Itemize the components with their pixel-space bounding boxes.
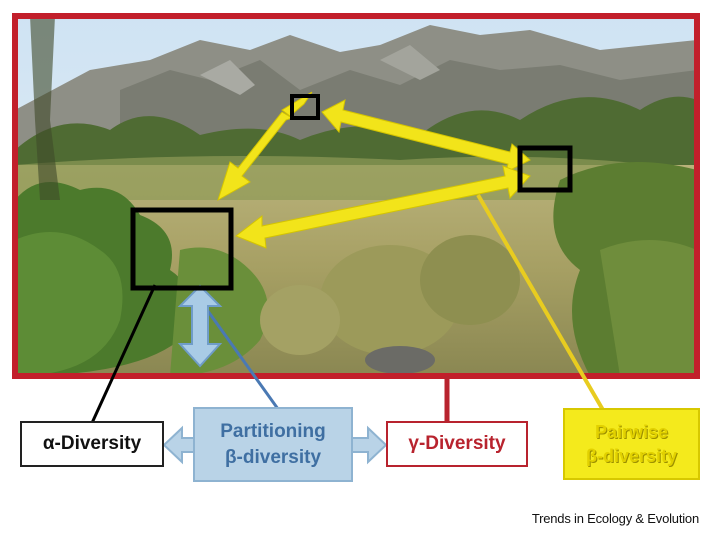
pairwise-label-line2: β-diversity [585, 446, 678, 466]
journal-credit: Trends in Ecology & Evolution [531, 511, 699, 526]
alpha-diversity-box: α-Diversity [20, 421, 164, 467]
double-arrow-icon [162, 425, 196, 465]
pairwise-beta-diversity-box: Pairwise β-diversity [563, 408, 700, 480]
partitioning-beta-diversity-box: Partitioning β-diversity [193, 407, 353, 482]
pairwise-connector-line [476, 193, 605, 412]
pairwise-label-line1: Pairwise [594, 422, 669, 442]
double-arrow-icon [351, 425, 388, 465]
partition-connector-line [198, 299, 280, 410]
partitioning-label-line2: β-diversity [224, 446, 322, 468]
photo-frame [12, 13, 700, 379]
alpha-diversity-label: α-Diversity [42, 433, 142, 454]
landscape-photo [15, 16, 697, 376]
plot-square-icon [130, 207, 234, 291]
alpha-connector-line [90, 284, 157, 424]
partitioning-label-line1: Partitioning [220, 420, 326, 442]
plot-square-icon [290, 94, 320, 120]
plot-square-icon [517, 145, 573, 193]
gamma-diversity-label: γ-Diversity [408, 433, 506, 454]
double-arrow-icon [321, 99, 531, 173]
double-arrow-icon [177, 284, 223, 368]
double-arrow-icon [234, 165, 531, 249]
gamma-diversity-box: γ-Diversity [386, 421, 528, 467]
